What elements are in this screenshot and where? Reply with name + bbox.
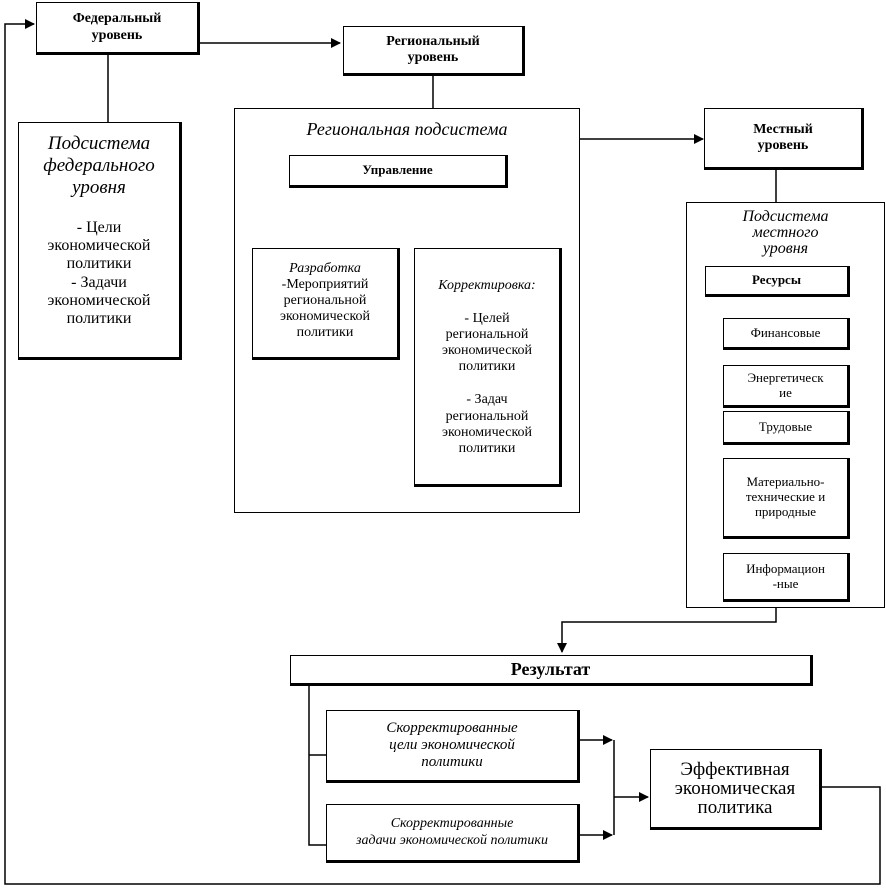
development-box: Разработка -Мероприятий региональной эко… <box>252 248 400 360</box>
development-line-3: экономической <box>279 309 371 325</box>
corrected-tasks-line-2: задачи экономической политики <box>356 832 548 848</box>
correction-tasks-1: - Задач <box>466 392 508 408</box>
development-line-1: -Мероприятий <box>281 277 369 293</box>
local-title-line-2: уровень <box>757 138 809 153</box>
feedback-loop-line <box>4 19 881 885</box>
resource-item-energy-label-1: Энергетическ <box>747 369 824 385</box>
correction-title: Корректировка: <box>438 278 536 293</box>
correction-box: Корректировка: - Целей региональной экон… <box>414 248 562 487</box>
result-box: Результат <box>290 655 813 686</box>
federal-goals-1: - Цели <box>76 218 122 236</box>
management-label: Управление <box>362 162 433 178</box>
local-subsystem-title-3: уровня <box>762 240 809 257</box>
resource-item-labor-label: Трудовые <box>758 418 813 434</box>
result-branch-line <box>308 686 326 846</box>
resource-item-financial: Финансовые <box>723 318 850 350</box>
federal-subsystem-title-1: Подсистема <box>47 133 151 154</box>
corrected-goals-line-2: цели экономической <box>389 736 515 753</box>
correction-tasks-4: политики <box>458 440 516 456</box>
correction-goals-4: политики <box>458 359 516 375</box>
federal-subsystem-box: Подсистема федерального уровня - Цели эк… <box>18 122 182 360</box>
effective-policy-line-3: политика <box>697 797 773 818</box>
development-line-2: региональной <box>283 293 367 309</box>
local-subsystem-title-1: Подсистема <box>742 208 829 225</box>
effective-policy-box: Эффективная экономическая политика <box>650 749 822 830</box>
federal-tasks-3: политики <box>66 310 132 328</box>
effective-policy-line-2: экономическая <box>674 778 796 799</box>
regional-subsystem-title: Региональная подсистема <box>306 119 508 139</box>
resource-item-energy: Энергетическ ие <box>723 365 850 408</box>
development-title: Разработка <box>289 261 361 276</box>
regional-level-box: Региональный уровень <box>343 26 525 76</box>
correction-tasks-3: экономической <box>441 424 533 440</box>
resource-item-information: Информацион -ные <box>723 553 850 602</box>
resource-item-material: Материально- технические и природные <box>723 458 850 539</box>
correction-goals-2: региональной <box>445 327 529 343</box>
local-title-line-1: Местный <box>753 121 813 137</box>
correction-goals-1: - Целей <box>464 311 510 327</box>
result-title: Результат <box>510 659 591 680</box>
resource-item-information-label-2: -ные <box>772 575 799 591</box>
resource-item-material-label-1: Материально- <box>746 474 825 490</box>
corrected-goals-box: Скорректированные цели экономической пол… <box>326 710 580 783</box>
federal-subsystem-title-2: федерального <box>43 154 155 176</box>
resource-item-information-label-1: Информацион <box>746 560 825 576</box>
development-line-4: политики <box>296 325 354 341</box>
effective-policy-line-1: Эффективная <box>680 759 790 780</box>
resources-label: Ресурсы <box>752 272 801 288</box>
management-box: Управление <box>289 155 508 188</box>
correction-goals-3: экономической <box>441 343 533 359</box>
corrected-goals-line-3: политики <box>421 754 483 771</box>
corrected-goals-line-1: Скорректированные <box>386 719 518 736</box>
federal-tasks-2: экономической <box>47 292 151 310</box>
resource-item-material-label-3: природные <box>754 503 817 519</box>
resource-item-material-label-2: технические и <box>745 489 826 505</box>
federal-subsystem-title-3: уровня <box>72 176 126 198</box>
resource-item-energy-label-2: ие <box>779 384 792 400</box>
federal-title-line-2: уровень <box>91 27 143 43</box>
correction-tasks-2: региональной <box>445 408 529 424</box>
local-level-box: Местный уровень <box>704 108 864 170</box>
local-subsystem-title-2: местного <box>752 224 819 241</box>
regional-title-line-2: уровень <box>407 50 459 65</box>
federal-level-box: Федеральный уровень <box>36 2 200 55</box>
corrected-tasks-box: Скорректированные задачи экономической п… <box>326 804 580 863</box>
resources-box: Ресурсы <box>705 266 850 297</box>
federal-tasks-1: - Задачи <box>71 273 127 291</box>
federal-title-line-1: Федеральный <box>72 11 162 27</box>
resource-item-labor: Трудовые <box>723 411 850 445</box>
federal-goals-2: экономической <box>47 236 151 254</box>
federal-goals-3: политики <box>66 255 132 273</box>
arrow-local-to-result <box>557 608 777 653</box>
corrected-tasks-line-1: Скорректированные <box>390 816 514 832</box>
resource-item-financial-label: Финансовые <box>750 324 821 340</box>
regional-title-line-1: Региональный <box>386 33 480 49</box>
